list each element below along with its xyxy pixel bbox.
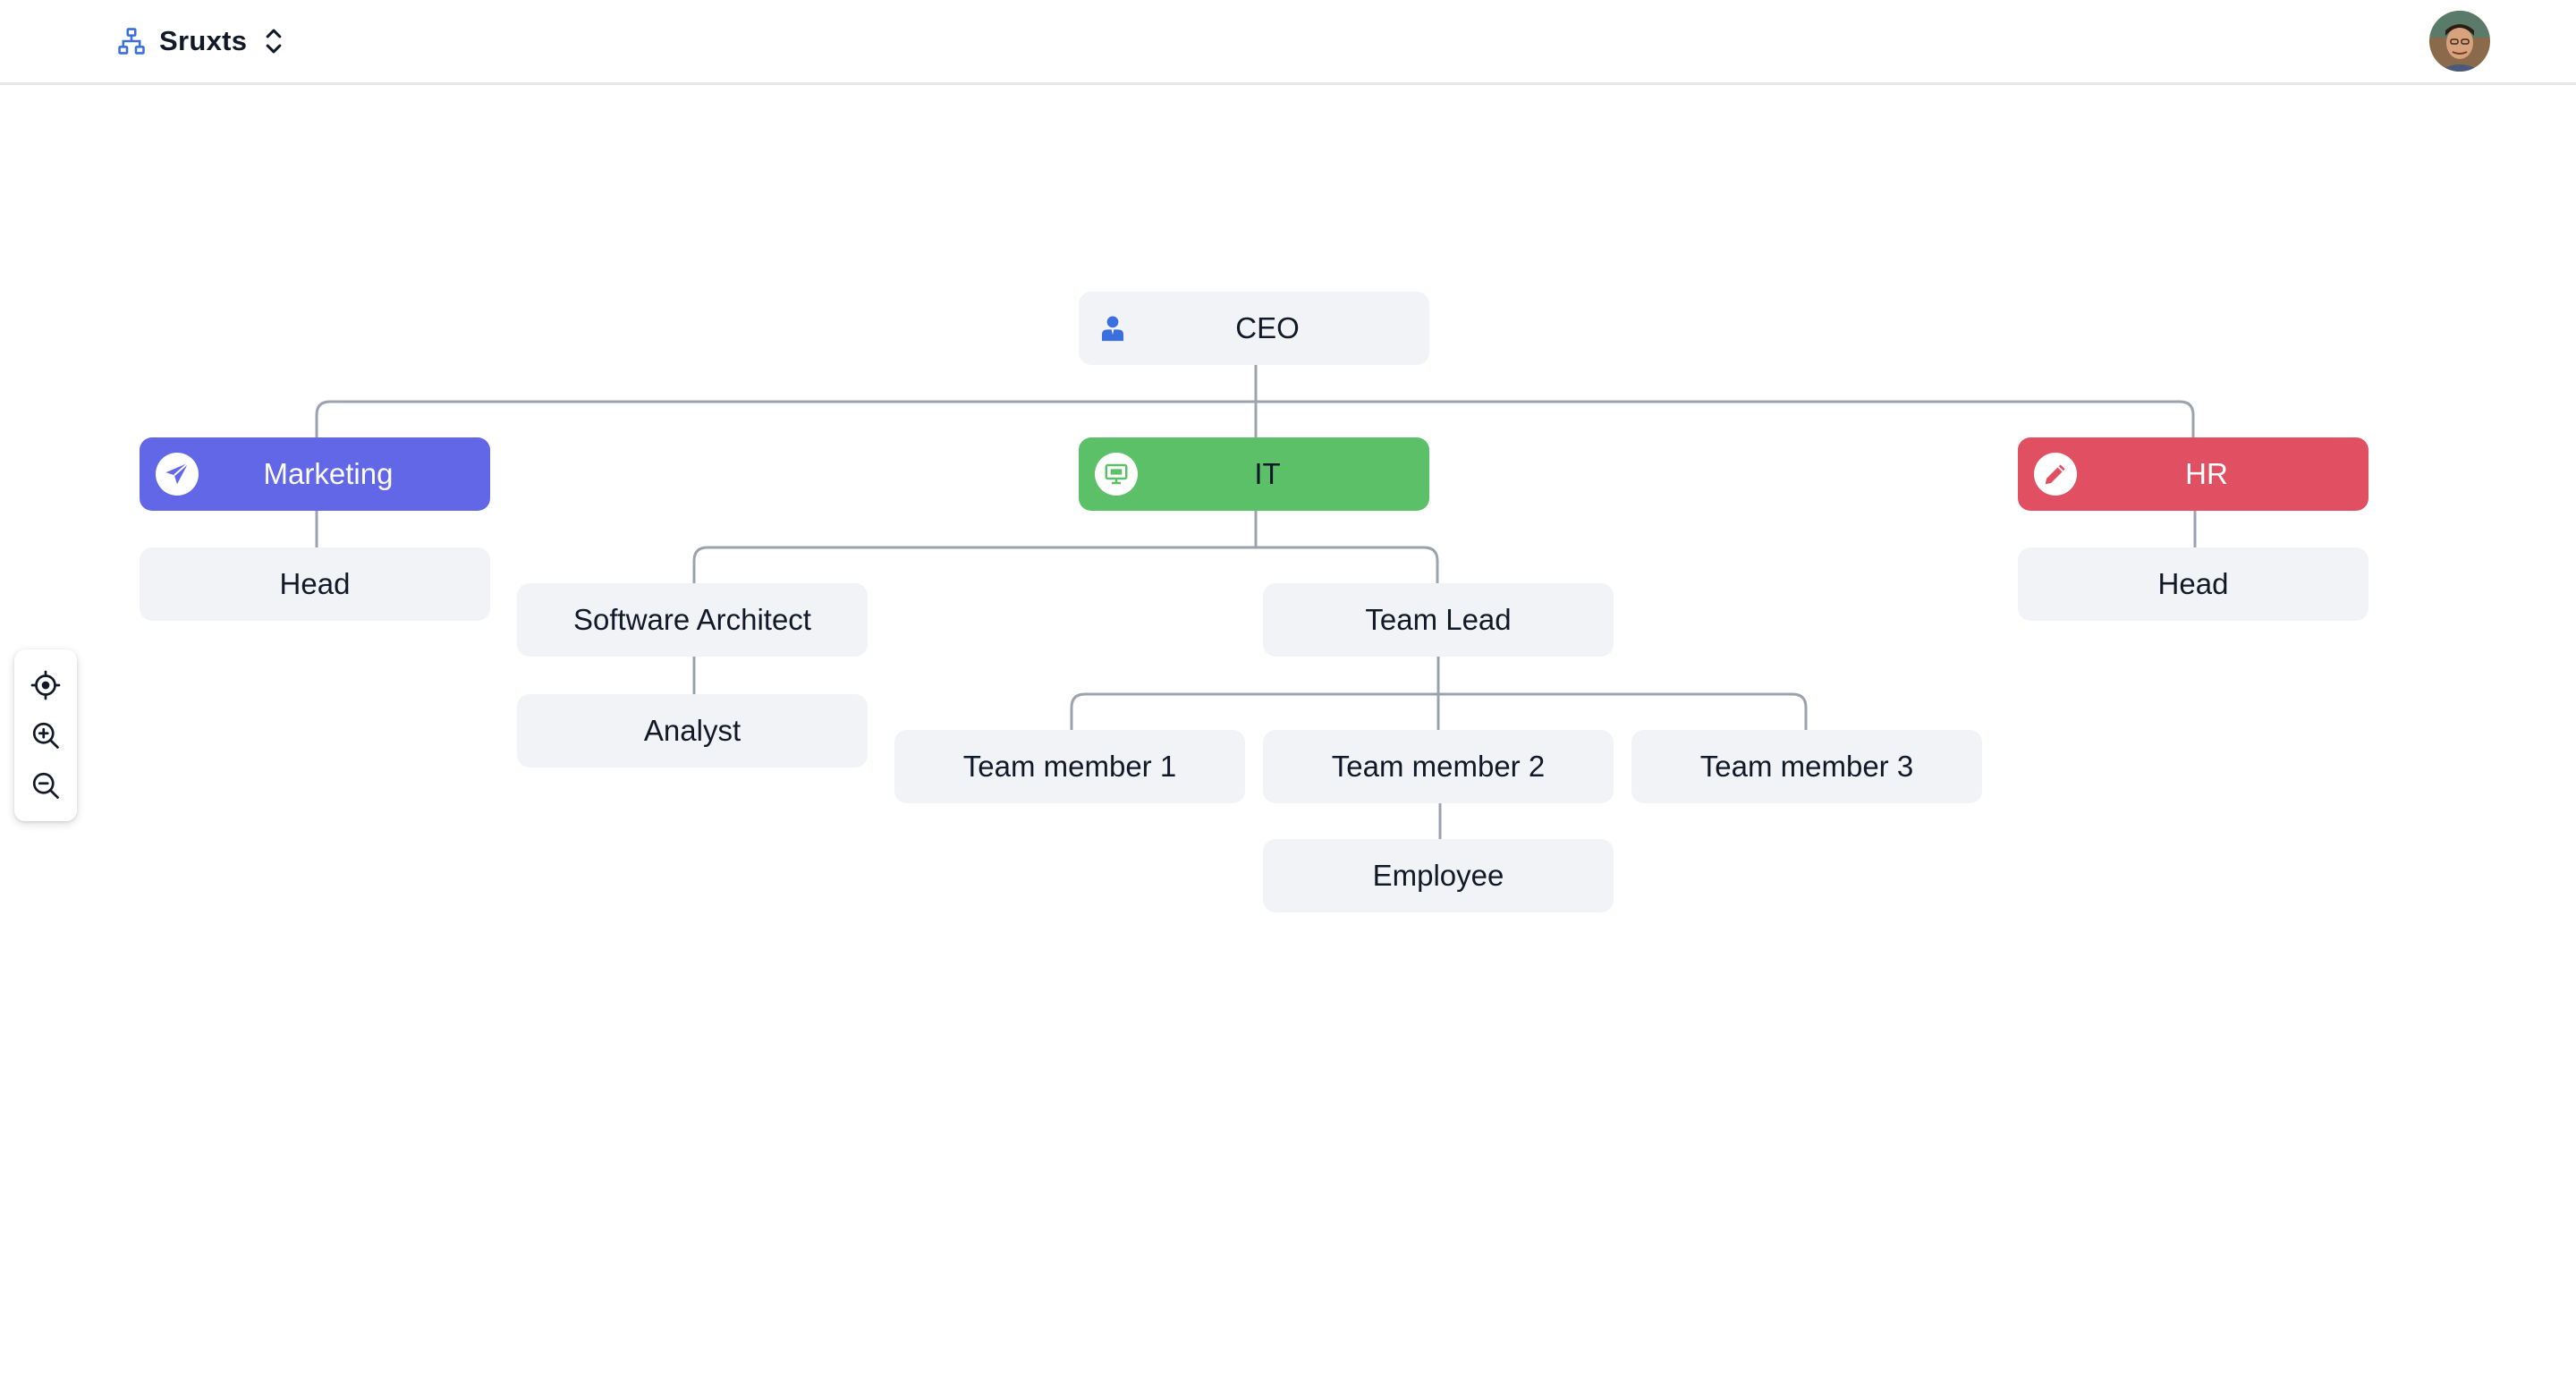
node-hr-head[interactable]: Head xyxy=(2018,547,2368,621)
node-label: Analyst xyxy=(643,714,741,747)
zoom-out-icon[interactable] xyxy=(30,769,62,802)
crosshair-icon[interactable] xyxy=(30,669,62,701)
node-team-member-1[interactable]: Team member 1 xyxy=(894,730,1245,803)
chevron-up-down-icon[interactable] xyxy=(261,26,286,56)
node-label: HR xyxy=(2185,457,2228,490)
monitor-icon xyxy=(1095,453,1138,496)
node-ceo[interactable]: CEO xyxy=(1079,292,1429,365)
node-marketing-head[interactable]: Head xyxy=(140,547,490,621)
node-analyst[interactable]: Analyst xyxy=(517,694,868,768)
node-label: Head xyxy=(2157,567,2229,600)
zoom-controls xyxy=(14,649,77,821)
connector-it-children xyxy=(692,546,1439,583)
node-label: Software Architect xyxy=(573,603,811,636)
node-label: IT xyxy=(1254,457,1281,490)
node-label: Team member 2 xyxy=(1331,750,1546,783)
node-label: Team Lead xyxy=(1365,603,1512,636)
org-chart-icon xyxy=(118,28,145,55)
node-it[interactable]: IT xyxy=(1079,437,1429,511)
node-software-architect[interactable]: Software Architect xyxy=(517,583,868,657)
workspace-name: Sruxts xyxy=(159,25,248,56)
connector-ceo-departments xyxy=(315,400,2195,438)
node-team-member-2[interactable]: Team member 2 xyxy=(1263,730,1614,803)
node-label: Employee xyxy=(1372,859,1504,892)
node-label: Team member 1 xyxy=(962,750,1177,783)
zoom-in-icon[interactable] xyxy=(30,719,62,751)
top-bar: Sruxts xyxy=(0,0,2576,85)
node-hr[interactable]: HR xyxy=(2018,437,2368,511)
workspace-switcher[interactable]: Sruxts xyxy=(116,23,286,59)
node-team-member-3[interactable]: Team member 3 xyxy=(1631,730,1982,803)
node-label: CEO xyxy=(1235,311,1300,344)
node-team-lead[interactable]: Team Lead xyxy=(1263,583,1614,657)
person-icon xyxy=(1091,307,1134,350)
paper-plane-icon xyxy=(156,453,199,496)
pencil-icon xyxy=(2034,453,2077,496)
connector-lead-members xyxy=(1070,692,1808,730)
node-label: Head xyxy=(279,567,351,600)
node-label: Team member 3 xyxy=(1699,750,1914,783)
node-label: Marketing xyxy=(263,457,394,490)
node-marketing[interactable]: Marketing xyxy=(140,437,490,511)
node-employee[interactable]: Employee xyxy=(1263,839,1614,912)
